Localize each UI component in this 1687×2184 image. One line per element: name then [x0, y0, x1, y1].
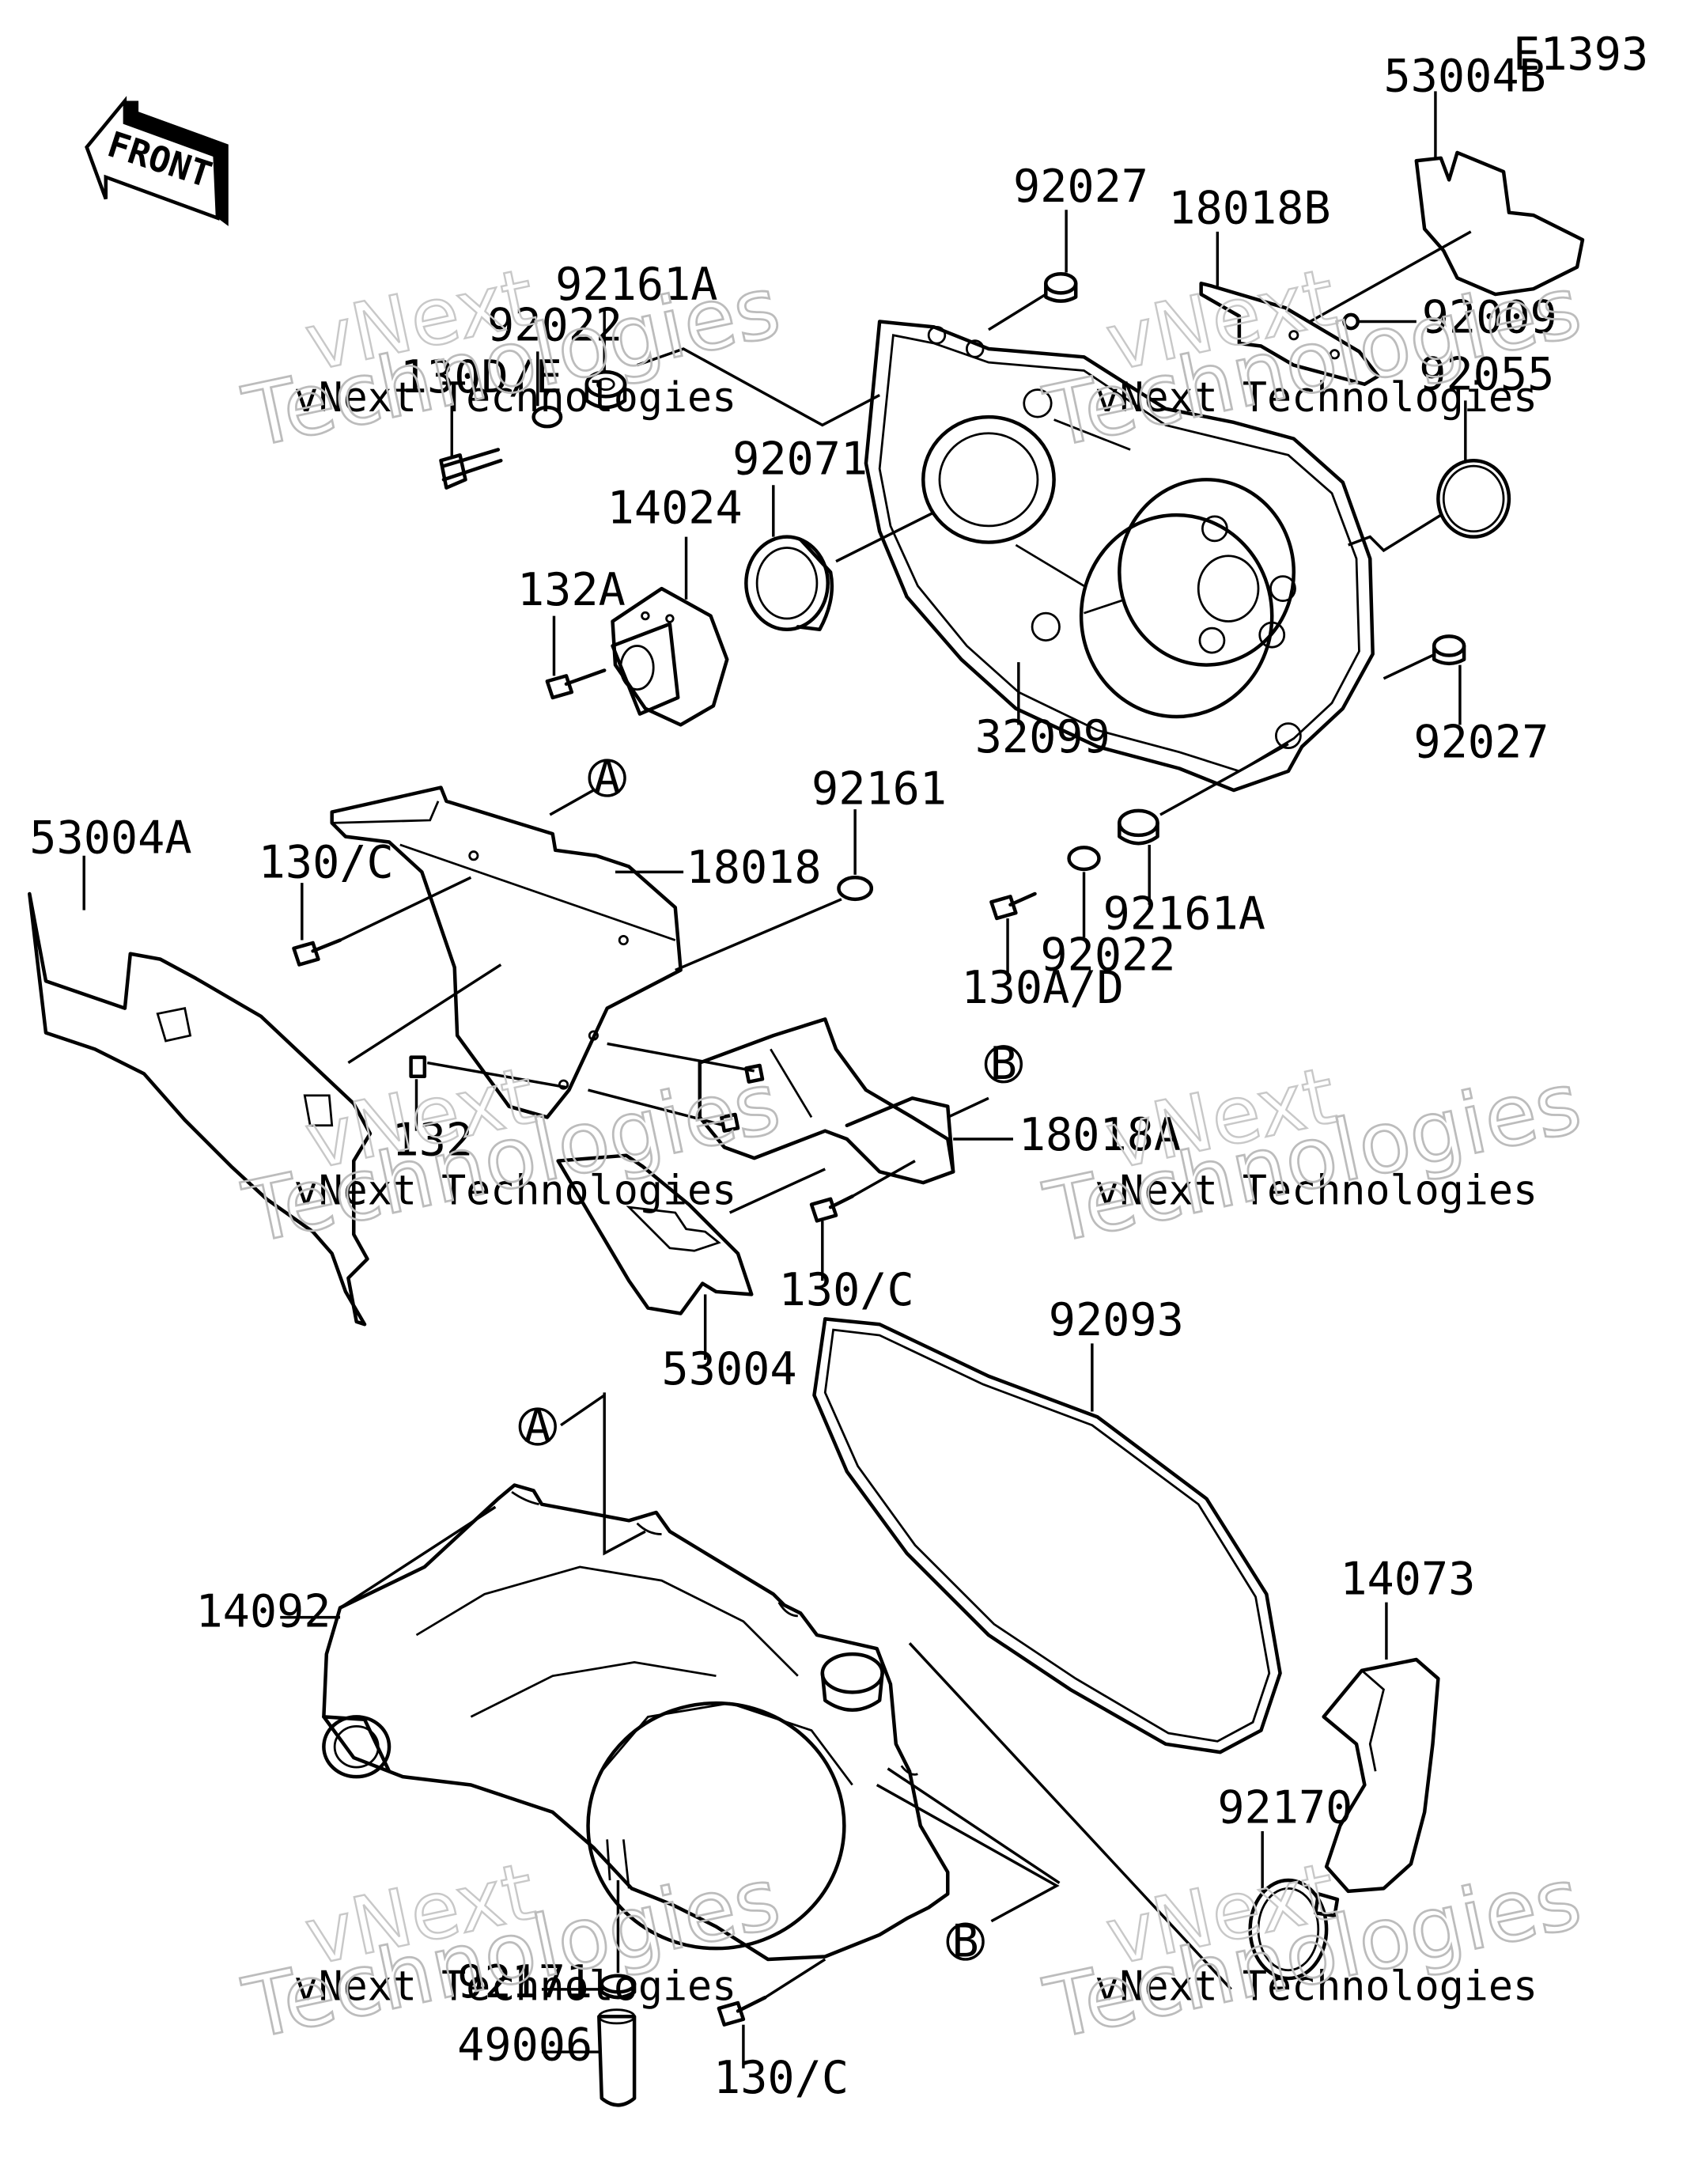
part-92161A-lower	[1118, 742, 1289, 905]
part-92093	[812, 1317, 1282, 1754]
part-label: 18018	[687, 842, 822, 894]
part-label: 18018A	[1019, 1109, 1181, 1161]
svg-text:A: A	[524, 1400, 551, 1452]
part-92170	[1248, 1831, 1340, 1981]
part-label: 132	[391, 1115, 473, 1167]
part-label: 18018B	[1168, 182, 1330, 234]
callout-A-upper: A	[588, 751, 626, 804]
part-92009	[1342, 312, 1417, 331]
part-92027-right	[1383, 634, 1466, 725]
part-130C-bolt-left	[292, 876, 472, 967]
part-132	[409, 1055, 567, 1131]
svg-text:B: B	[952, 1916, 979, 1968]
part-49006	[541, 2008, 637, 2107]
part-label: 32099	[975, 711, 1110, 763]
watermark-top-right: vNext Technologies vNext Technologies	[1036, 250, 1590, 468]
part-label: 49006	[457, 2019, 592, 2071]
svg-text:vNext Technologies: vNext Technologies	[1095, 374, 1538, 422]
part-92022-lower	[1067, 846, 1101, 938]
front-arrow-icon: FRONT	[85, 96, 229, 226]
part-labels: 53004B 92027 18018B 92009 92161A 92022 1…	[29, 50, 1557, 2103]
part-130C-bolt-middle	[809, 1160, 916, 1281]
part-132A	[545, 615, 607, 700]
part-92071	[744, 485, 935, 632]
part-92161	[675, 809, 874, 972]
watermark-bottom-right: vNext Technologies vNext Technologies	[1036, 1844, 1590, 2060]
svg-text:vNext Technologies: vNext Technologies	[1095, 1168, 1538, 1215]
svg-text:vNext Technologies: vNext Technologies	[1095, 1963, 1538, 2011]
part-53004A	[28, 855, 502, 1327]
part-label: 130/C	[713, 2052, 849, 2104]
part-label: 130/C	[779, 1264, 914, 1316]
part-label: 92093	[1049, 1294, 1184, 1346]
part-130A-D-bolt	[989, 891, 1037, 976]
part-32099	[864, 320, 1375, 793]
part-14024	[611, 536, 729, 727]
part-label: 92161	[811, 763, 947, 815]
part-14092	[280, 1392, 1232, 1991]
part-18018A	[588, 1017, 1013, 1185]
part-label: 92161A	[1103, 888, 1265, 941]
diagram-code: E1393	[1513, 28, 1648, 81]
svg-text:vNext Technologies: vNext Technologies	[293, 374, 736, 422]
part-label: 92071	[732, 433, 868, 485]
part-92171	[541, 1880, 637, 2000]
part-label: 92022	[487, 300, 622, 352]
part-label: 53004A	[29, 812, 191, 864]
part-label: 14092	[195, 1586, 331, 1638]
part-130C-bolt-bottom	[717, 1958, 826, 2069]
part-130D-E-bolt	[439, 403, 503, 490]
svg-text:vNext Technologies: vNext Technologies	[293, 1963, 736, 2011]
part-label: 130/C	[259, 836, 394, 888]
callout-A-lower: A	[518, 1400, 557, 1452]
callout-B-lower: B	[946, 1916, 985, 1968]
part-92022-upper	[531, 351, 563, 429]
part-53004B	[1309, 91, 1585, 324]
part-18018B	[1199, 231, 1380, 386]
part-53004	[556, 1153, 826, 1361]
part-label: 92171	[457, 1956, 592, 2008]
part-label: 92027	[1013, 161, 1148, 213]
part-label: 92027	[1413, 717, 1549, 769]
svg-text:vNext Technologies: vNext Technologies	[293, 1168, 736, 1215]
svg-text:B: B	[990, 1038, 1017, 1090]
watermark-top-left: vNext Technologies vNext Technologies	[235, 250, 789, 468]
part-label: 92055	[1419, 349, 1554, 401]
part-92161A-upper	[584, 310, 880, 427]
part-label: 92009	[1422, 291, 1557, 343]
part-label: 53004B	[1383, 50, 1545, 102]
part-label: 92170	[1217, 1782, 1352, 1834]
part-label: 92022	[1040, 929, 1175, 981]
part-label: 14024	[607, 482, 743, 534]
part-14073	[1322, 1602, 1440, 1894]
part-label: 130D/E	[400, 351, 562, 403]
part-label: 130A/D	[961, 962, 1123, 1014]
part-92027-top	[988, 210, 1078, 331]
part-18018	[330, 785, 684, 1119]
callout-B-upper: B	[984, 1038, 1023, 1090]
part-label: 92161A	[555, 259, 717, 311]
part-label: 14073	[1340, 1553, 1475, 1605]
watermark-mid-right: vNext Technologies vNext Technologies	[1036, 1048, 1590, 1264]
part-label: 53004	[662, 1343, 797, 1395]
part-label: 132A	[517, 564, 626, 616]
svg-text:A: A	[594, 751, 621, 804]
part-92055	[1348, 400, 1511, 553]
